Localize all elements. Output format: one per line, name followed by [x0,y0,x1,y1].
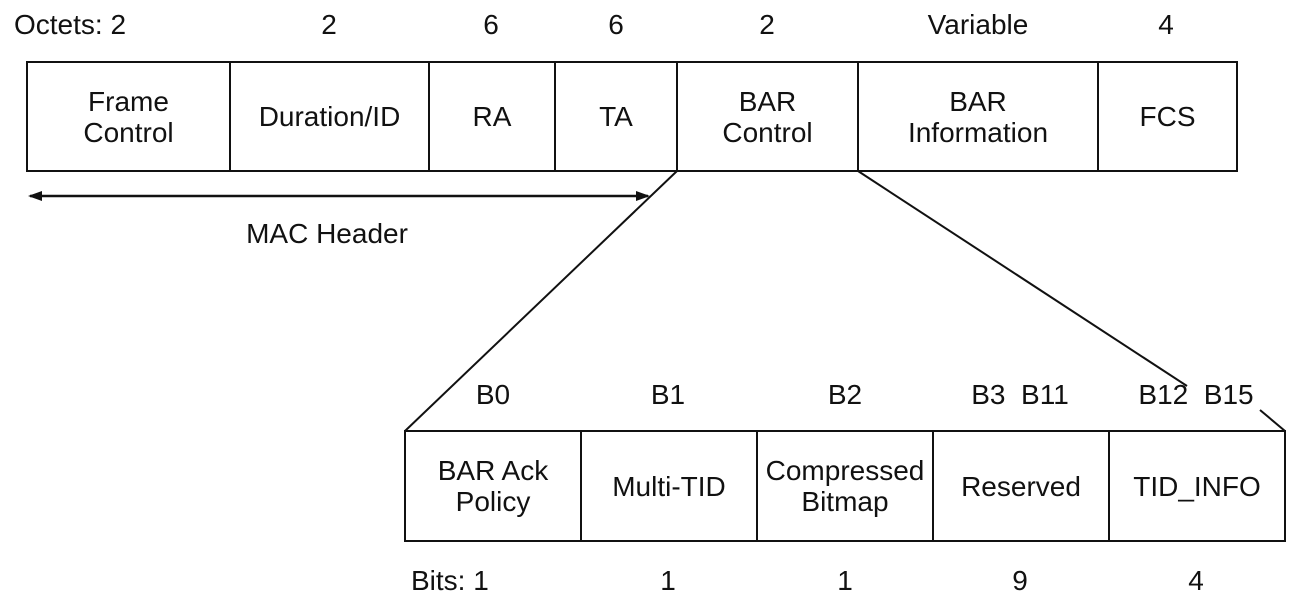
octets-ra: 6 [483,9,499,40]
bits-multi-tid: 1 [660,565,676,596]
bar-control-row [404,430,1286,542]
zoom-line-left [404,170,678,432]
field-tid-info: TID_INFO [1133,470,1261,502]
divider [1108,430,1110,542]
field-reserved: Reserved [961,470,1081,502]
bits-label: Bits: 1 [411,565,489,596]
field-ta: TA [599,101,633,132]
field-duration-id: Duration/ID [258,101,401,132]
divider [932,430,934,542]
octets-bar-information: Variable [927,9,1029,40]
bit-position-b2: B2 [827,379,863,410]
divider [428,61,430,172]
divider [756,430,758,542]
frame-format-row [26,61,1238,172]
bit-position-b12-b15: B12 B15 [1138,379,1254,410]
divider [580,430,582,542]
divider [1097,61,1099,172]
octets-ta: 6 [608,9,624,40]
zoom-line-right [857,170,1188,387]
divider [229,61,231,172]
bits-reserved: 9 [1012,565,1028,596]
bit-position-b0: B0 [475,379,511,410]
zoom-line-right-end [1259,409,1286,432]
bits-compressed-bitmap: 1 [837,565,853,596]
octets-duration: 2 [321,9,337,40]
field-bar-ack-policy: BAR Ack Policy [437,455,549,517]
octets-label: Octets: 2 [14,9,127,40]
divider [676,61,678,172]
field-fcs: FCS [1139,101,1196,132]
bit-position-b3-b11: B3 B11 [971,379,1069,410]
bit-position-b1: B1 [650,379,686,410]
field-bar-control: BAR Control [722,85,813,148]
octets-bar-control: 2 [759,9,775,40]
field-bar-information: BAR Information [907,85,1049,148]
field-frame-control: Frame Control [83,85,174,148]
divider [554,61,556,172]
divider [857,61,859,172]
bits-tid-info: 4 [1188,565,1204,596]
field-ra: RA [472,101,512,132]
octets-fcs: 4 [1158,9,1174,40]
mac-header-label: MAC Header [246,218,408,249]
field-compressed-bitmap: Compressed Bitmap [765,455,925,517]
field-multi-tid: Multi-TID [612,470,726,502]
